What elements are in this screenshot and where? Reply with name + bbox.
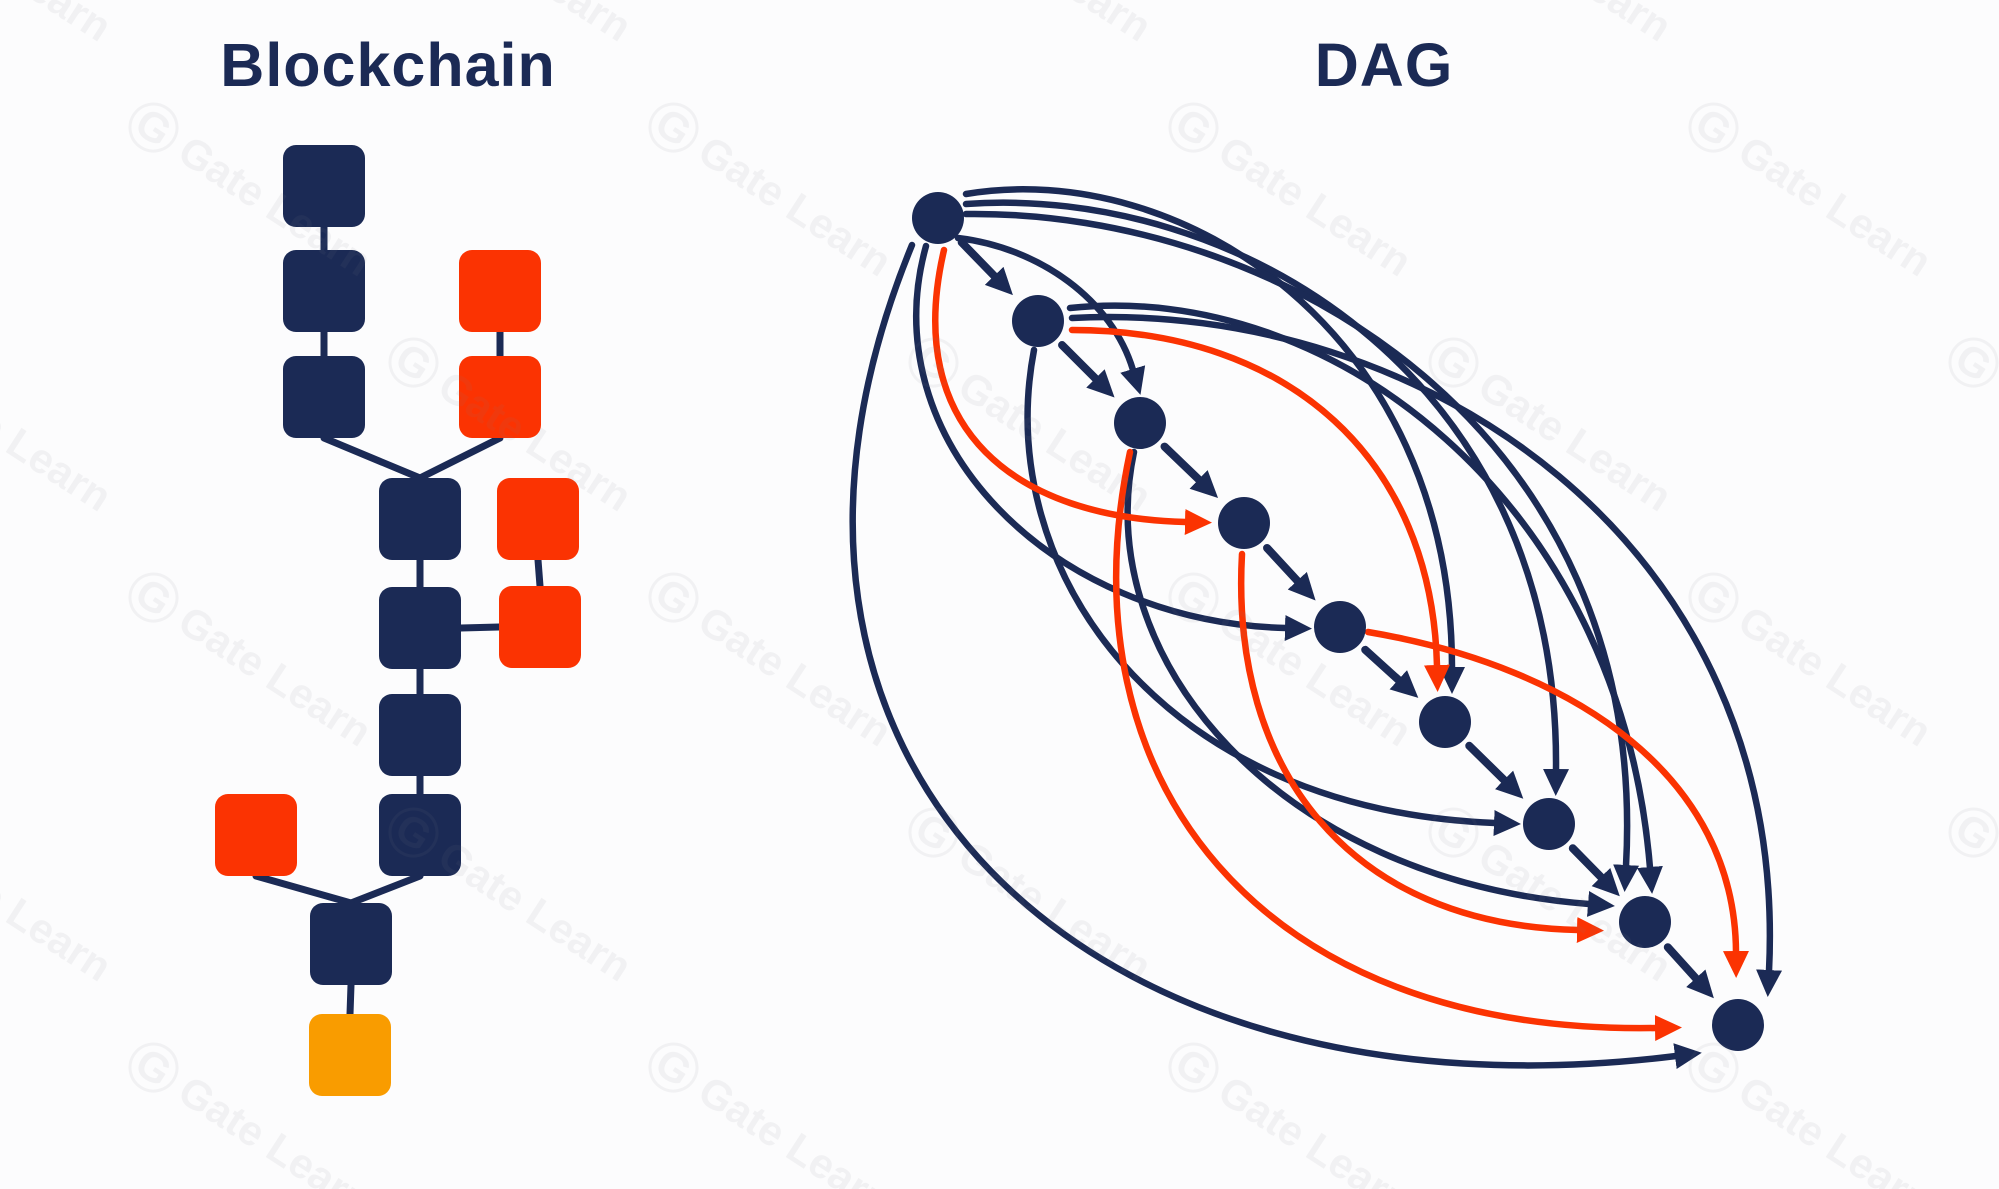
dag-edge-n3-n8 [1124,448,1615,917]
block-b1 [283,145,365,227]
dag-edge-n3-n9 [1113,448,1682,1042]
blockchain-title: Blockchain [220,31,556,99]
block-b4 [379,478,461,560]
dag-edge-n5-n6 [1361,645,1419,698]
block-b8 [310,903,392,985]
dag-edge-n5-n9 [1364,628,1749,978]
block-y1 [309,1014,391,1096]
dag-edge-n1-n7 [962,199,1570,796]
block-b3 [283,356,365,438]
dag-edge-n2-n8 [1066,302,1663,894]
dag-edge-n1-n8 [962,210,1640,892]
dag-node-n4 [1218,497,1270,549]
chain-link [347,872,424,907]
chain-link [534,556,544,590]
chain-link [252,872,355,907]
dag-edge-n2-n9 [1068,313,1783,997]
block-b6 [379,694,461,776]
dag-node-n2 [1012,295,1064,347]
dag-edge-n1-n3 [954,234,1146,395]
dag-edge-n4-n5 [1263,543,1316,601]
dag-title: DAG [1314,31,1454,99]
dag-node-n8 [1619,896,1671,948]
dag-edge-n1-n2 [957,238,1013,296]
block-b2 [283,250,365,332]
chain-link [457,623,503,632]
dag-edge-n2-n6 [1068,326,1450,692]
dag-edge-n1-n9 [849,241,1702,1070]
block-b5 [379,587,461,669]
chain-link [320,434,424,482]
block-b7 [379,794,461,876]
dag-edge-n1-n5 [913,242,1312,641]
dag-node-n5 [1314,601,1366,653]
chain-link [416,434,504,482]
dag-node-n9 [1712,999,1764,1051]
block-r5 [215,794,297,876]
dag-edge-n2-n3 [1058,341,1115,398]
dag-edge-n3-n4 [1160,442,1219,499]
dag-edge-n7-n8 [1568,844,1620,897]
dag-edge-n6-n7 [1465,741,1524,799]
dag-node-n6 [1419,696,1471,748]
dag-node-n7 [1523,798,1575,850]
block-r3 [497,478,579,560]
dag-node-n1 [912,192,964,244]
block-r4 [499,586,581,668]
block-r2 [459,356,541,438]
chain-link [346,981,355,1018]
dag-edge-n8-n9 [1663,943,1714,999]
block-r1 [459,250,541,332]
dag-node-n3 [1114,397,1166,449]
dag-edge-n4-n8 [1237,550,1604,943]
